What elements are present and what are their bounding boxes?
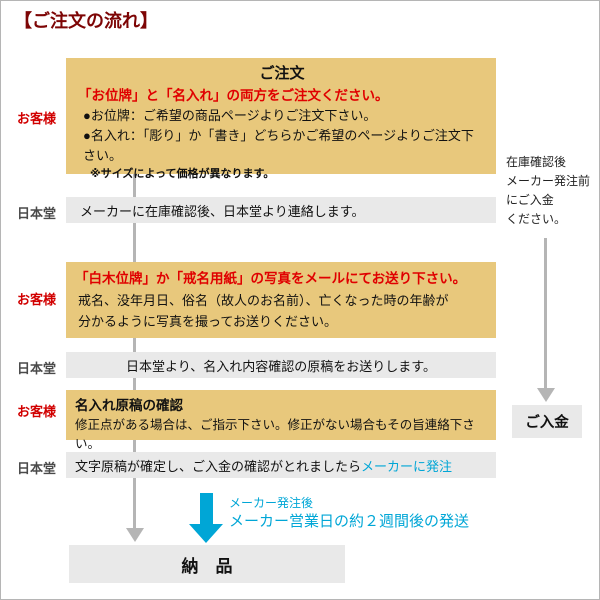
payment-timing-note: 在庫確認後 メーカー発注前 にご入金 ください。 (506, 155, 591, 226)
step-confirm-body: 修正点がある場合は、ご指示下さい。修正がない場合もその旨連絡下さい。 (75, 418, 475, 451)
payment-flow-arrow-line (544, 238, 547, 390)
step-confirm-title: 名入れ原稿の確認 (75, 398, 183, 413)
step-send-photo-title: 「白木位牌」か「戒名用紙」の写真をメールにてお送り下さい。 (75, 271, 467, 286)
actor-label-shop-1: 日本堂 (17, 206, 57, 221)
step-maker-order-highlight: メーカーに発注 (361, 458, 453, 474)
actor-label-shop-3: 日本堂 (17, 461, 57, 476)
shipping-note-line2: メーカー営業日の約２週間後の発送 (229, 513, 470, 530)
step-order-warning: 「お位牌」と「名入れ」の両方をご注文ください。 (78, 88, 389, 103)
step-stock-check-box: メーカーに在庫確認後、日本堂より連絡します。 (66, 197, 496, 223)
actor-label-customer-3: お客様 (17, 404, 57, 419)
step-send-photo-box: 「白木位牌」か「戒名用紙」の写真をメールにてお送り下さい。 戒名、没年月日、俗名… (66, 262, 496, 338)
step-confirm-box: 名入れ原稿の確認 修正点がある場合は、ご指示下さい。修正がない場合もその旨連絡下… (66, 390, 496, 451)
payment-flow-arrowhead (537, 388, 555, 402)
actor-label-customer-2: お客様 (17, 292, 57, 307)
step-draft-text: 日本堂より、名入れ内容確認の原稿をお送りします。 (126, 358, 436, 374)
step-order-title: ご注文 (259, 65, 305, 82)
step-stock-check-text: メーカーに在庫確認後、日本堂より連絡します。 (80, 203, 365, 219)
actor-label-shop-2: 日本堂 (17, 361, 57, 376)
step-maker-order-text: 文字原稿が確定し、ご入金の確認がとれましたら (75, 458, 362, 474)
step-order-bullet-naire: ●名入れ：「彫り」か「書き」どちらかご希望のページよりご注文下さい。 (83, 128, 474, 163)
step-maker-order-box: 文字原稿が確定し、ご入金の確認がとれましたらメーカーに発注 (66, 452, 496, 478)
shipping-note-line1: メーカー発注後 (229, 496, 314, 510)
step-draft-box: 日本堂より、名入れ内容確認の原稿をお送りします。 (66, 352, 496, 378)
delivery-box: 納 品 (69, 545, 345, 583)
payment-box: ご入金 (512, 405, 582, 438)
step-order-bullet-ihai: ●お位牌：ご希望の商品ページよりご注文下さい。 (83, 108, 377, 123)
step-order-box: ご注文 「お位牌」と「名入れ」の両方をご注文ください。 ●お位牌：ご希望の商品ペ… (66, 58, 496, 180)
main-flow-arrowhead (126, 528, 144, 542)
step-order-price-note: ※サイズによって価格が異なります。 (90, 168, 275, 180)
actor-label-customer-1: お客様 (17, 111, 57, 126)
step-send-photo-body: 戒名、没年月日、俗名（故人のお名前）、亡くなった時の年齢が 分かるように写真を撮… (78, 293, 449, 329)
shipping-arrowhead (189, 524, 223, 543)
shipping-arrow-shaft (200, 493, 213, 526)
page-title: 【ご注文の流れ】 (14, 11, 158, 31)
